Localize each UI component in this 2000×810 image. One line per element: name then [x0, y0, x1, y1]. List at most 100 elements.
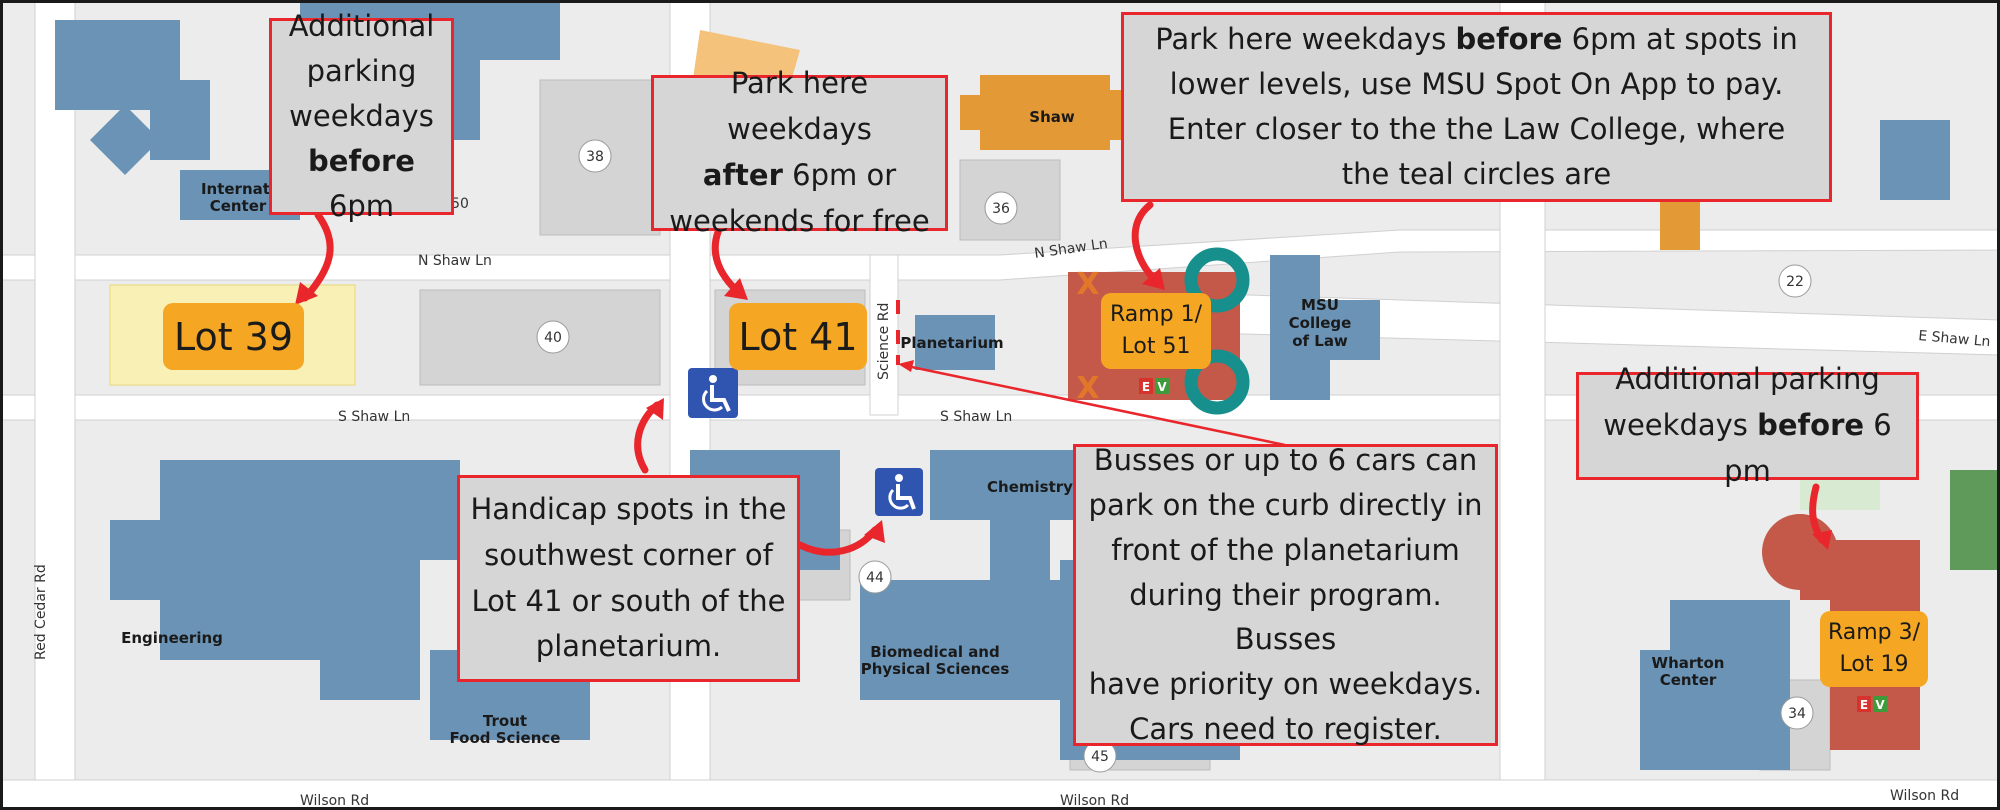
callout-text: weekdays	[1603, 408, 1758, 443]
label-wilson-rd-mid: Wilson Rd	[1060, 793, 1129, 809]
ramp-3-label-line1: Ramp 3/	[1827, 620, 1921, 646]
label-e-shaw-ln: E Shaw Ln	[1918, 328, 1991, 350]
callout-line: Park here weekdays before 6pm at spots i…	[1134, 17, 1819, 62]
ramp-1-label-line1: Ramp 1/	[1109, 302, 1203, 328]
arrow-head	[864, 520, 885, 543]
callout-handicap: Handicap spots in the southwest corner o…	[457, 475, 800, 682]
lot-number-36: 36	[992, 201, 1010, 217]
building-east-top	[1880, 120, 1950, 200]
road-red-cedar-rd	[34, 0, 76, 810]
label-law-3: of Law	[1292, 332, 1348, 350]
callout-line: have priority on weekdays.	[1088, 667, 1483, 702]
arrow-heads	[295, 268, 1832, 550]
ev-badge-e-ramp3: E	[1860, 698, 1868, 712]
label-science-rd: Science Rd	[876, 303, 892, 380]
label-international-center-1: Internati	[201, 180, 275, 198]
label-red-cedar-rd: Red Cedar Rd	[33, 564, 49, 660]
ramp-3-label: Ramp 3/ Lot 19	[1820, 611, 1928, 687]
arrow-head	[1812, 530, 1832, 550]
building-chemistry	[930, 450, 1100, 580]
callout-line: Additional parking	[1615, 362, 1880, 397]
label-engineering: Engineering	[121, 629, 223, 647]
arrow-head	[898, 360, 914, 372]
callout-ramp1: Park here weekdays before 6pm at spots i…	[1121, 12, 1832, 202]
arrow-head	[646, 398, 664, 420]
label-trout-1: Trout	[483, 712, 527, 730]
callout-text: Park here weekdays	[1155, 22, 1456, 57]
callout-text: 6pm at spots in	[1562, 22, 1798, 57]
callout-line: Busses or up to 6 cars can	[1093, 442, 1478, 477]
lot-number-44: 44	[866, 570, 884, 586]
building-shaw	[960, 75, 1140, 150]
curb-markers	[896, 300, 900, 365]
callout-additional-parking-west: Additional parking weekdays before 6pm	[269, 9, 454, 223]
callout-text: 6 pm	[1724, 408, 1892, 488]
ramp-1-label: Ramp 1/ Lot 51	[1101, 293, 1211, 369]
label-wilson-rd-east: Wilson Rd	[1890, 788, 1959, 804]
label-trout-2: Food Science	[450, 729, 561, 747]
lot-number-50: 50	[451, 196, 469, 212]
label-n-shaw-ln: N Shaw Ln	[418, 253, 492, 269]
callout-line: planetarium.	[535, 629, 722, 664]
callout-lot41-free: Park here weekdays after 6pm or weekends…	[651, 66, 948, 238]
label-biomedical-2: Physical Sciences	[861, 660, 1010, 678]
callout-line: during their program. Busses	[1129, 577, 1442, 657]
arrow-head	[1142, 268, 1165, 290]
callout-line: the teal circles are	[1341, 156, 1612, 191]
label-wharton-1: Wharton	[1652, 654, 1725, 672]
ev-badge-v-ramp3: V	[1875, 698, 1885, 712]
callout-busses: Busses or up to 6 cars can park on the c…	[1073, 443, 1498, 746]
teal-entrance-circle-top	[1184, 247, 1250, 313]
callout-line: park on the curb directly in	[1088, 487, 1483, 522]
callout-line: before 6pm	[282, 139, 441, 229]
teal-entrance-circle-bottom	[1184, 349, 1250, 415]
callout-line: Additional	[288, 9, 435, 44]
lot-number-38: 38	[586, 149, 604, 165]
lot-41-label: Lot 41	[729, 303, 867, 370]
ramp-3-rotunda	[1762, 514, 1838, 590]
ev-badge-e-ramp1: E	[1142, 380, 1150, 394]
building-engineering	[110, 460, 460, 700]
x-marker-top: X	[1076, 267, 1099, 302]
building-wharton	[1640, 600, 1790, 770]
callout-bold: after	[702, 158, 783, 192]
label-shaw: Shaw	[1029, 108, 1075, 126]
green-area	[1950, 470, 2000, 570]
label-biomedical-1: Biomedical and	[870, 643, 999, 661]
building-law-college	[1270, 255, 1380, 400]
callout-line: front of the planetarium	[1111, 532, 1460, 567]
ramp-3-label-line2: Lot 19	[1839, 652, 1909, 677]
callout-line: parking	[306, 54, 417, 89]
label-s-shaw-ln-west: S Shaw Ln	[338, 409, 410, 425]
callout-line: weekends for free	[669, 203, 930, 238]
callout-line: Cars need to register.	[1129, 712, 1442, 747]
ramp-1-label-line2: Lot 51	[1121, 334, 1191, 359]
callout-line: Lot 41 or south of the	[471, 583, 786, 618]
lot-number-22: 22	[1786, 274, 1804, 290]
callout-line: southwest corner of	[484, 537, 773, 572]
label-s-shaw-ln-mid: S Shaw Ln	[940, 409, 1012, 425]
callout-bold: before	[308, 143, 415, 178]
lot-number-34: 34	[1788, 706, 1806, 722]
label-international-center-2: Center	[210, 197, 267, 215]
label-wharton-2: Center	[1660, 671, 1717, 689]
arrow-ramp1	[1131, 201, 1159, 284]
lot-39-label: Lot 39	[163, 303, 304, 370]
callout-line: Park here weekdays	[727, 66, 872, 147]
callout-bold: before	[1757, 408, 1865, 443]
building-northwest	[55, 20, 210, 160]
handicap-icon	[875, 468, 923, 516]
callout-line: weekdays before 6 pm	[1589, 403, 1906, 495]
callout-bold: before	[1455, 22, 1563, 57]
building-diamond	[90, 105, 160, 175]
building-planetarium	[915, 315, 995, 370]
callout-line: Handicap spots in the	[470, 491, 787, 526]
label-planetarium: Planetarium	[900, 334, 1003, 352]
callout-text: 6pm or	[782, 158, 897, 192]
ev-badge-v-ramp1: V	[1157, 380, 1167, 394]
callout-line: weekdays	[289, 99, 434, 134]
callout-line: after 6pm or	[664, 153, 935, 199]
callout-text: 6pm	[328, 188, 395, 223]
x-marker-bottom: X	[1076, 371, 1099, 406]
callout-line: Enter closer to the the Law College, whe…	[1167, 112, 1786, 146]
